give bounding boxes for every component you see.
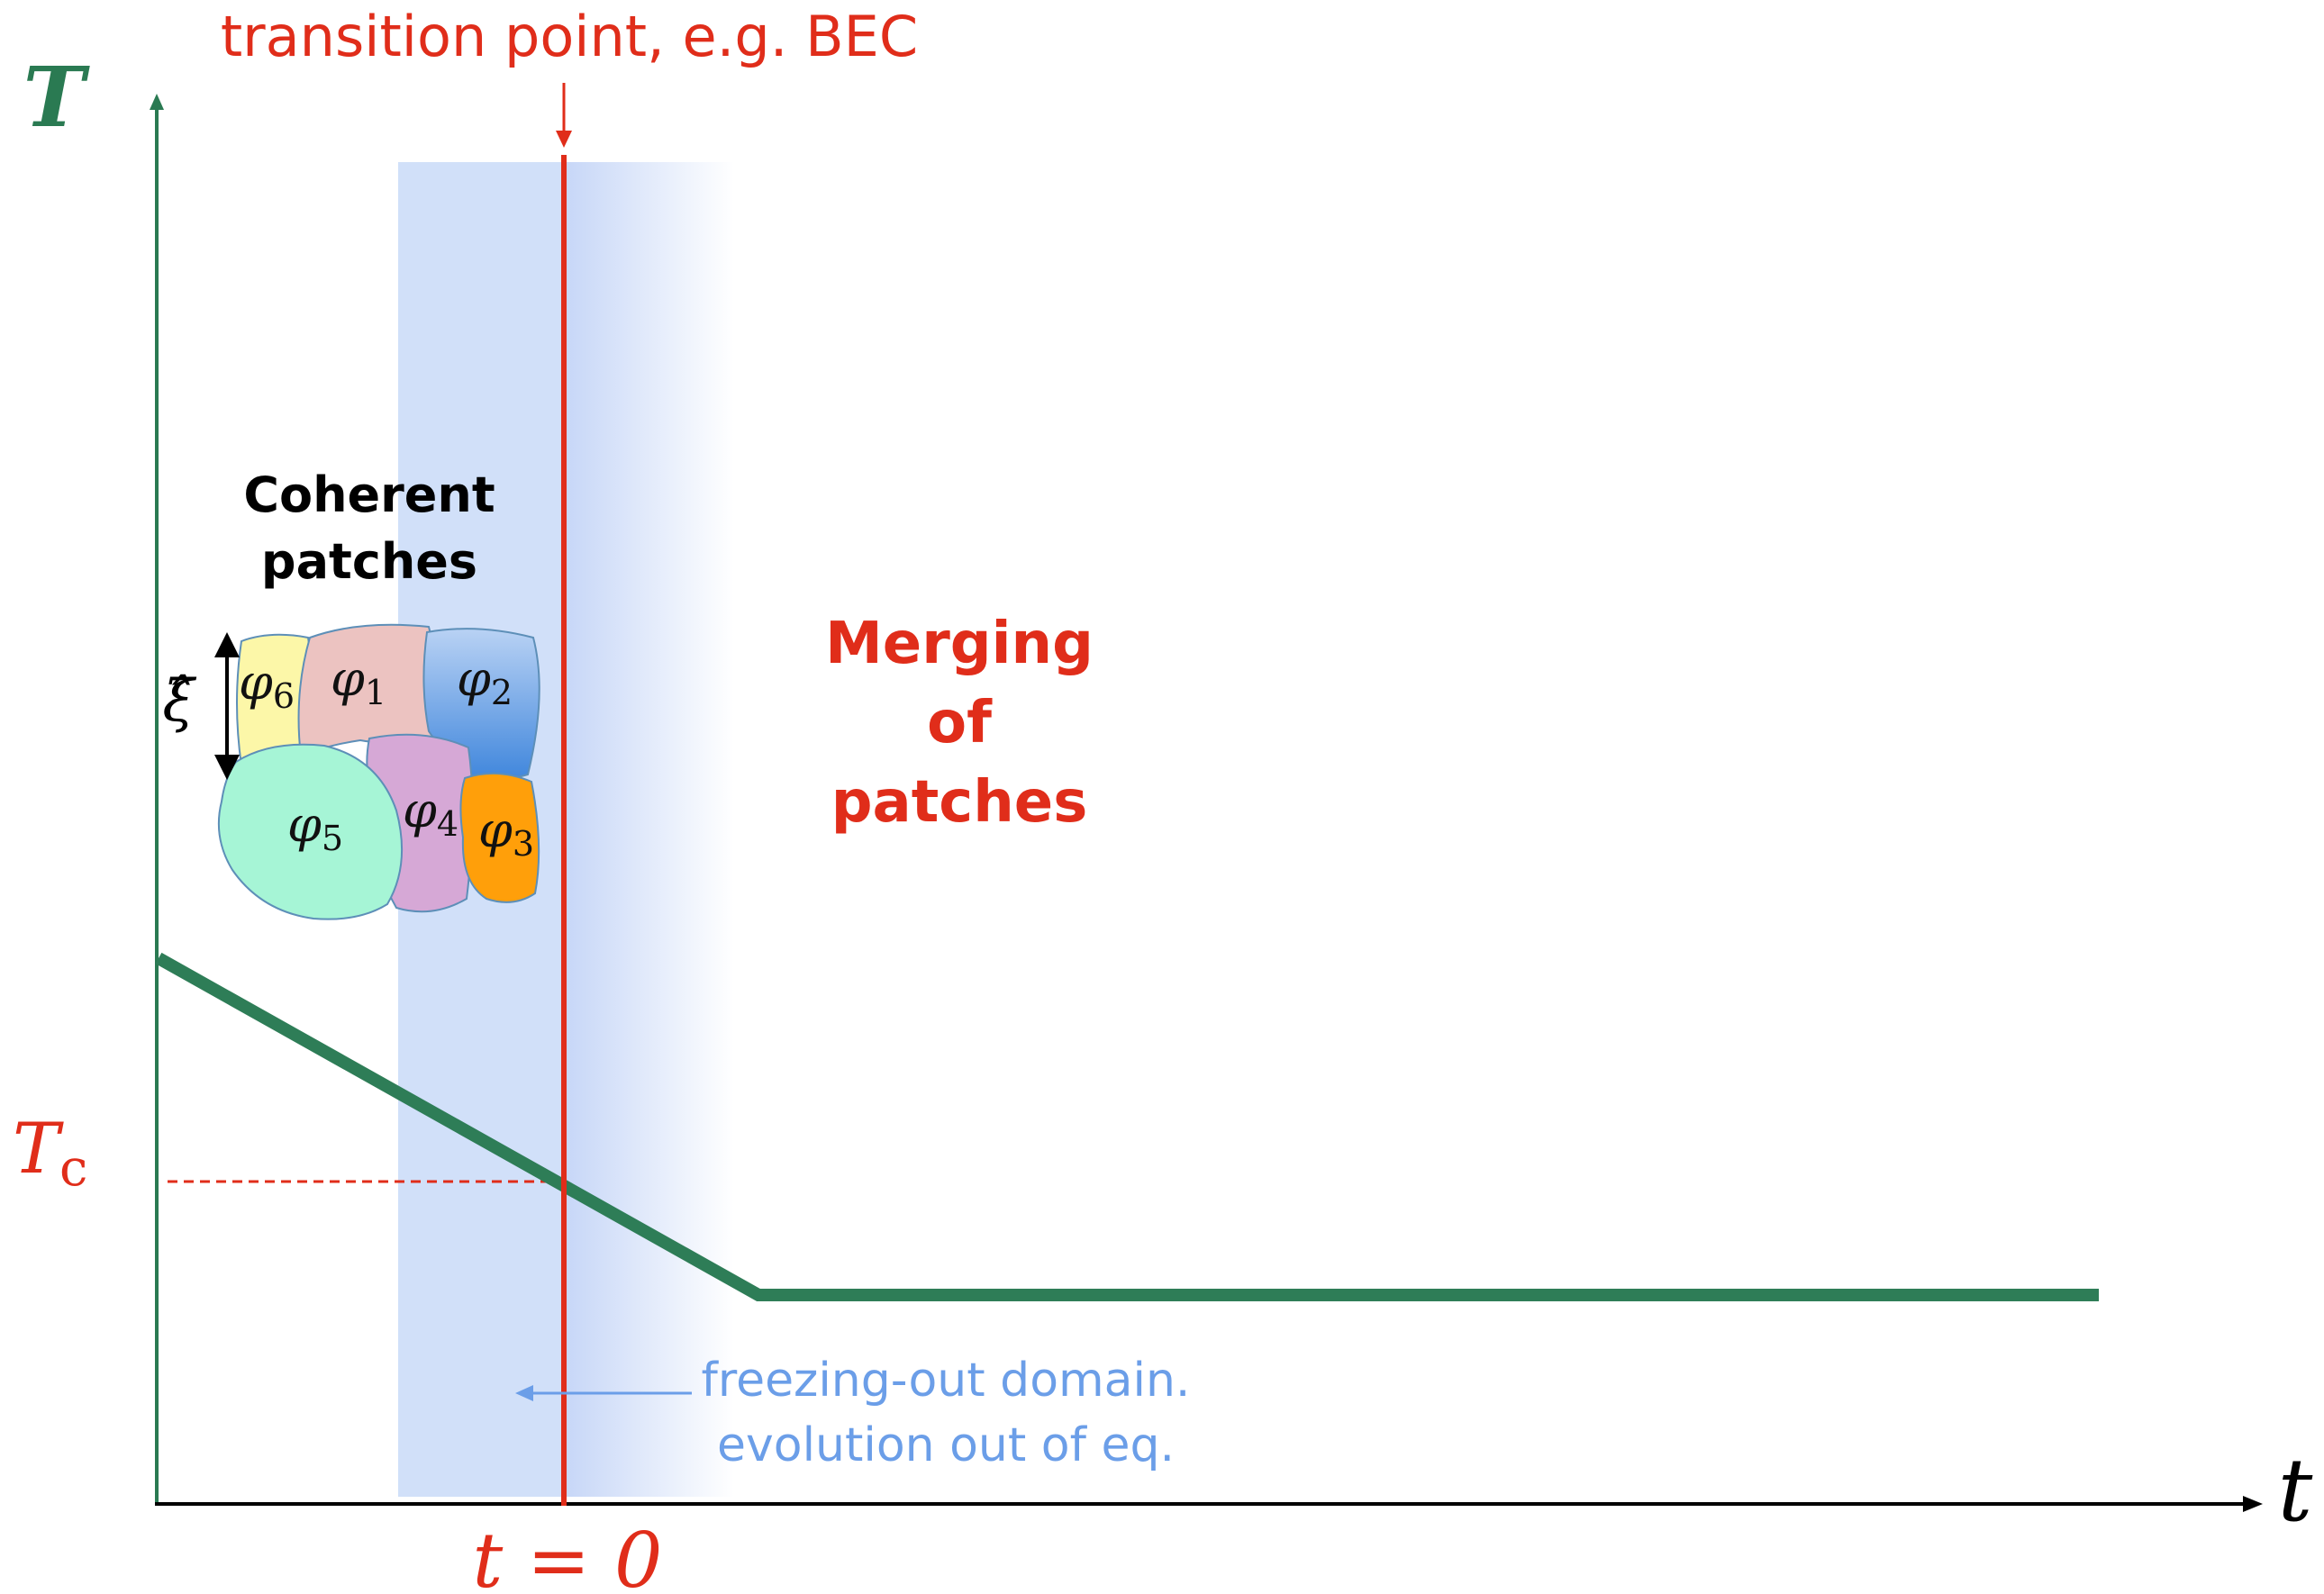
- patch-4-index: 4: [437, 804, 458, 844]
- freeze-note-arrowhead: [515, 1385, 533, 1401]
- merging-label-line3: patches: [831, 769, 1088, 836]
- x-axis-arrowhead: [2243, 1496, 2263, 1512]
- patch-cluster: [214, 623, 540, 920]
- merging-label-line2: of: [927, 690, 993, 756]
- patch-6-symbol: φ: [239, 654, 273, 711]
- freeze-note-line1: freezing-out domain.: [702, 1354, 1191, 1408]
- merging-label-line1: Merging: [825, 611, 1094, 677]
- patch-3-label: φ3: [478, 802, 534, 864]
- critical-temp-subscript: c: [59, 1139, 87, 1198]
- y-axis-arrowhead: [150, 94, 164, 110]
- patch-1-label: φ1: [331, 650, 386, 712]
- patch-5-label: φ5: [287, 796, 343, 858]
- coherent-label-line2: patches: [261, 533, 477, 590]
- patch-1-symbol: φ: [331, 650, 365, 707]
- freeze-note-line2: evolution out of eq.: [717, 1418, 1175, 1472]
- patch-6-label: φ6: [239, 654, 295, 716]
- patch-2-label: φ2: [457, 650, 513, 712]
- temperature-curve: [155, 952, 2099, 1301]
- patch-4-symbol: φ: [403, 782, 437, 838]
- y-axis-label: T: [23, 49, 91, 146]
- patch-5-shape: [217, 743, 404, 920]
- transition-title: transition point, e.g. BEC: [221, 4, 918, 69]
- patch-6-index: 6: [273, 676, 295, 716]
- transition-pointer-head: [556, 131, 572, 148]
- patch-3-symbol: φ: [478, 802, 513, 858]
- freeze-band-fade: [563, 162, 734, 1497]
- time-zero-label: t = 0: [473, 1517, 663, 1594]
- critical-temp-main: T: [13, 1109, 64, 1190]
- critical-temp-label: Tc: [13, 1109, 87, 1198]
- patch-2-index: 2: [491, 673, 513, 712]
- patch-1-index: 1: [365, 673, 386, 712]
- patch-3-shape: [459, 772, 540, 903]
- patch-2-symbol: φ: [457, 650, 491, 707]
- patch-3-index: 3: [513, 824, 534, 864]
- coherent-label-line1: Coherent: [243, 466, 495, 523]
- patch-4-label: φ4: [403, 782, 458, 844]
- x-axis-label: t: [2278, 1440, 2313, 1541]
- patch-5-index: 5: [322, 819, 343, 858]
- patch-5-symbol: φ: [287, 796, 322, 853]
- xi-label: ξ̂: [162, 668, 196, 735]
